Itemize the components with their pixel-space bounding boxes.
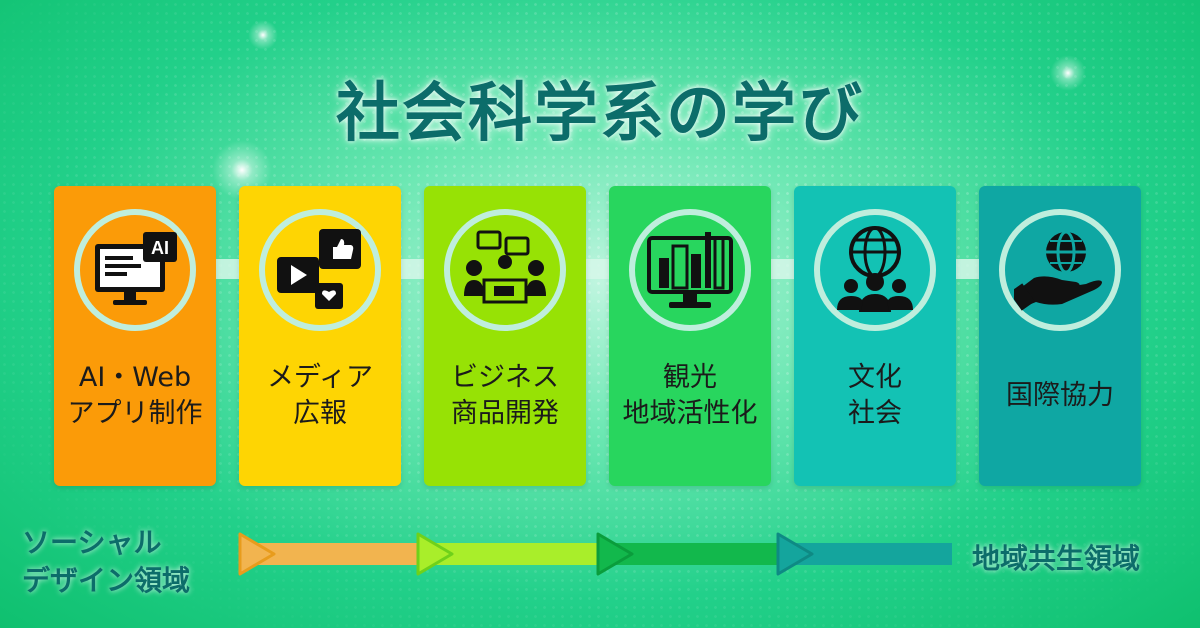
community-coexistence-label: 地域共生領域 bbox=[972, 542, 1141, 575]
icon-circle bbox=[444, 209, 566, 331]
card-label: メディア 広報 bbox=[266, 362, 374, 429]
card-label: 観光 地域活性化 bbox=[622, 362, 758, 429]
connector bbox=[582, 259, 612, 279]
connector bbox=[397, 259, 427, 279]
progress-bar-teal bbox=[780, 543, 952, 565]
globe-hand-icon bbox=[1014, 230, 1102, 311]
arrow-icon bbox=[596, 532, 634, 576]
page-title: 社会科学系の学び bbox=[336, 77, 864, 151]
sparkle bbox=[248, 20, 278, 50]
card-label: ビジネス 商品開発 bbox=[451, 362, 559, 429]
card-business: ビジネス 商品開発 bbox=[424, 186, 586, 486]
card-international: 国際協力 bbox=[979, 186, 1141, 486]
icon-circle bbox=[999, 209, 1121, 331]
social-media-icon bbox=[277, 229, 361, 309]
svg-text:AI: AI bbox=[151, 238, 169, 258]
progress-bar-orange bbox=[240, 543, 420, 565]
arrow-icon bbox=[776, 532, 814, 576]
card-ai-web: AI AI・Web アプリ制作 bbox=[54, 186, 216, 486]
card-label: AI・Web アプリ制作 bbox=[67, 362, 203, 429]
connector bbox=[212, 259, 242, 279]
icon-circle bbox=[629, 209, 751, 331]
globe-people-icon bbox=[837, 226, 913, 312]
business-meeting-icon bbox=[464, 230, 546, 304]
card-media: メディア 広報 bbox=[239, 186, 401, 486]
connector bbox=[767, 259, 797, 279]
progress-bar-lime bbox=[420, 543, 600, 565]
card-label: 国際協力 bbox=[1006, 380, 1114, 411]
icon-circle: AI bbox=[74, 209, 196, 331]
card-tourism: 観光 地域活性化 bbox=[609, 186, 771, 486]
connector bbox=[952, 259, 982, 279]
card-culture: 文化 社会 bbox=[794, 186, 956, 486]
ai-monitor-icon: AI bbox=[95, 232, 177, 305]
field-cards: AI AI・Web アプリ制作 メディア 広報 bbox=[54, 186, 1144, 486]
arrow-icon bbox=[416, 532, 454, 576]
social-design-label: ソーシャル デザイン領域 bbox=[22, 526, 191, 597]
arrow-icon bbox=[238, 532, 276, 576]
sparkle bbox=[1050, 55, 1086, 91]
icon-circle bbox=[814, 209, 936, 331]
city-monitor-icon bbox=[647, 232, 733, 308]
progress-bar-green bbox=[600, 543, 780, 565]
card-label: 文化 社会 bbox=[848, 362, 902, 429]
icon-circle bbox=[259, 209, 381, 331]
